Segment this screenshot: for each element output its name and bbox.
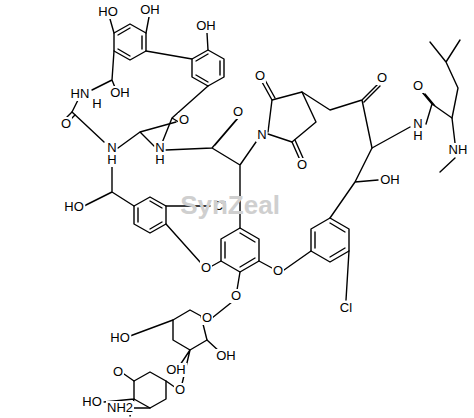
atom-label: OH bbox=[195, 19, 217, 33]
atom-label: O bbox=[412, 79, 424, 93]
atom-label: O bbox=[296, 158, 308, 172]
atom-label: O bbox=[230, 289, 242, 303]
atom-label: HO bbox=[63, 200, 85, 214]
atom-label: OH bbox=[215, 349, 237, 363]
atom-label: HO bbox=[109, 331, 131, 345]
atom-label: H bbox=[412, 129, 423, 143]
atom-label: H bbox=[154, 153, 165, 167]
atom-label: Cl bbox=[339, 301, 353, 315]
atom-label: NH2 bbox=[106, 401, 134, 415]
atom-label: O bbox=[201, 311, 213, 325]
atom-label: OH bbox=[165, 363, 187, 377]
atom-label: O bbox=[232, 105, 244, 119]
atom-label: O bbox=[200, 261, 212, 275]
atom-label: O bbox=[272, 264, 284, 278]
atom-label: N bbox=[256, 128, 267, 142]
atom-label: H bbox=[106, 153, 117, 167]
atom-label: HN bbox=[70, 87, 91, 101]
atom-label: OH bbox=[379, 173, 401, 187]
atom-label: HO bbox=[81, 395, 103, 409]
atom-label: HO bbox=[97, 5, 119, 19]
atom-label: NH bbox=[448, 143, 469, 157]
atom-label: O bbox=[112, 365, 124, 379]
atom-label: H bbox=[91, 97, 102, 111]
atom-label: O bbox=[376, 71, 388, 85]
atom-label: O bbox=[254, 69, 266, 83]
atom-label: OH bbox=[139, 3, 161, 17]
atom-label: O bbox=[174, 383, 186, 397]
atom-label: O bbox=[60, 117, 72, 131]
atom-label: OH bbox=[109, 86, 131, 100]
atom-label: O bbox=[178, 113, 190, 127]
watermark: SynZeal bbox=[180, 190, 280, 221]
